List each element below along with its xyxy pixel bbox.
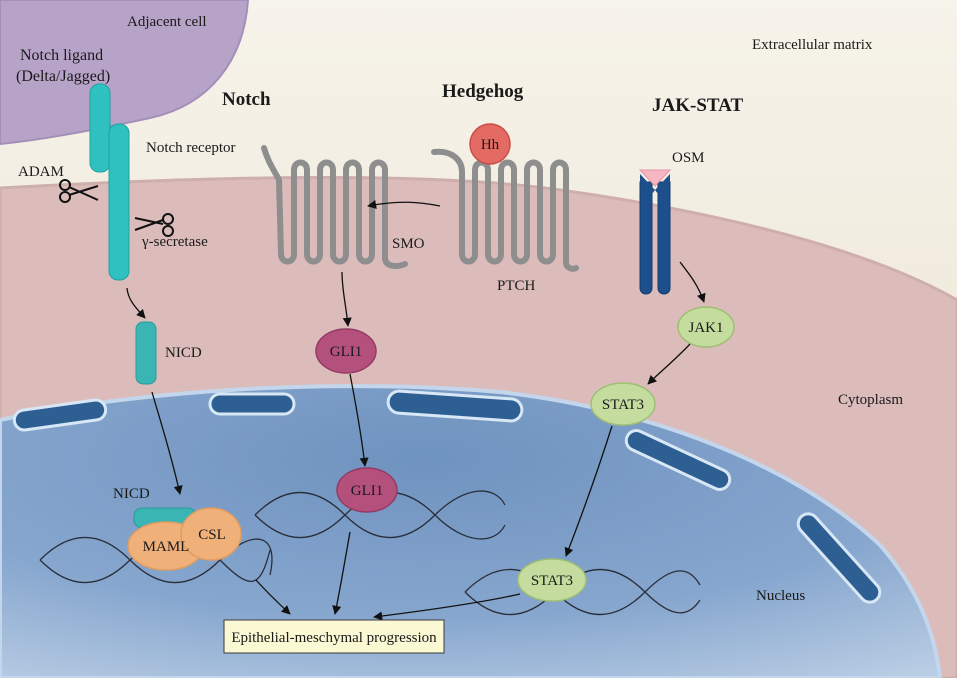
stat3-cytoplasm-node bbox=[590, 382, 656, 426]
csl-node bbox=[180, 507, 242, 561]
gli1-cytoplasm-label: GLI1 bbox=[330, 344, 363, 360]
arrow-stat3-to-nucleus bbox=[564, 425, 613, 557]
arrow-nicd-to-nucleus bbox=[151, 391, 183, 495]
hh-label: Hh bbox=[481, 137, 500, 153]
arrow-jak1-to-stat3 bbox=[647, 343, 691, 385]
gli1-nuclear-node bbox=[336, 467, 398, 513]
jak1-node bbox=[677, 306, 735, 348]
gli1-cytoplasm-node bbox=[315, 328, 377, 374]
osm-label: OSM bbox=[672, 150, 705, 166]
arrow-smo-to-gli1 bbox=[341, 271, 352, 327]
notch-ligand-label-line1: Notch ligand bbox=[20, 47, 103, 64]
arrow-receptor-to-jak1 bbox=[679, 261, 706, 303]
pathway-arrows bbox=[126, 200, 706, 621]
adjacent-cell-label: Adjacent cell bbox=[127, 14, 207, 30]
notch-receptor-label: Notch receptor bbox=[146, 140, 236, 156]
notch-ligand-label-line2: (Delta/Jagged) bbox=[16, 68, 110, 85]
smo-receptor bbox=[261, 145, 408, 269]
adjacent-cell-region bbox=[0, 0, 250, 146]
nicd-cytoplasm-label: NICD bbox=[165, 345, 202, 361]
nuclear-pore bbox=[796, 512, 882, 604]
ptch-receptor bbox=[431, 148, 579, 272]
dna-strand-notch bbox=[39, 537, 273, 583]
jak-stat-title: JAK-STAT bbox=[652, 95, 743, 116]
arrow-gli1-to-nucleus bbox=[349, 373, 369, 467]
osm-receptor-top-left bbox=[640, 174, 655, 194]
stat3-nuclear-node bbox=[517, 558, 587, 602]
arrow-notch-to-outcome bbox=[255, 579, 291, 615]
nuclear-pore bbox=[12, 398, 108, 432]
gamma-secretase-label: γ-secretase bbox=[141, 234, 208, 250]
dna-strand-jakstat bbox=[464, 569, 701, 615]
nuclear-pore bbox=[624, 429, 732, 491]
arrow-stat3-to-outcome bbox=[373, 593, 521, 621]
outcome-box bbox=[223, 619, 445, 654]
nicd-nuclear-label: NICD bbox=[113, 486, 150, 502]
notch-ligand bbox=[89, 83, 111, 173]
hh-ligand bbox=[469, 123, 511, 165]
stat3-nuclear-label: STAT3 bbox=[531, 573, 573, 589]
arrow-ptch-to-smo bbox=[367, 200, 441, 209]
outcome-label: Epithelial-meschymal progression bbox=[231, 630, 437, 646]
csl-label: CSL bbox=[198, 527, 226, 543]
smo-label: SMO bbox=[392, 236, 425, 252]
nicd-cytoplasm-fragment bbox=[135, 321, 157, 385]
cytoplasm-label: Cytoplasm bbox=[838, 392, 903, 408]
ptch-label: PTCH bbox=[497, 278, 536, 294]
maml-label: MAML bbox=[143, 539, 190, 555]
hedgehog-title: Hedgehog bbox=[442, 81, 524, 102]
scissors-icon-adam bbox=[59, 179, 99, 203]
jak1-label: JAK1 bbox=[688, 320, 723, 336]
arrow-gli1-to-outcome bbox=[332, 531, 351, 615]
osm-receptor-right bbox=[657, 181, 671, 295]
osm-receptor-left bbox=[639, 181, 653, 295]
stat3-cytoplasm-label: STAT3 bbox=[602, 397, 644, 413]
notch-title: Notch bbox=[222, 89, 271, 110]
extracellular-matrix-label: Extracellular matrix bbox=[752, 37, 873, 53]
osm-receptor-top-right bbox=[655, 174, 670, 194]
scissors-icon-gamma-secretase bbox=[134, 213, 174, 237]
dna-strand-jakstat bbox=[464, 569, 701, 615]
nuclear-pore bbox=[386, 389, 524, 423]
notch-receptor bbox=[108, 123, 130, 281]
notch-components bbox=[89, 83, 242, 571]
dna-strand-hedgehog bbox=[254, 490, 506, 538]
nuclear-pore bbox=[208, 392, 296, 416]
osm-ligand bbox=[638, 169, 672, 187]
gli1-nuclear-label: GLI1 bbox=[351, 483, 384, 499]
osm-receptor bbox=[638, 169, 672, 295]
adam-label: ADAM bbox=[18, 164, 64, 180]
nucleus-label: Nucleus bbox=[756, 588, 805, 604]
arrow-receptor-to-nicd bbox=[126, 287, 146, 319]
nuclear-pores bbox=[12, 389, 882, 604]
